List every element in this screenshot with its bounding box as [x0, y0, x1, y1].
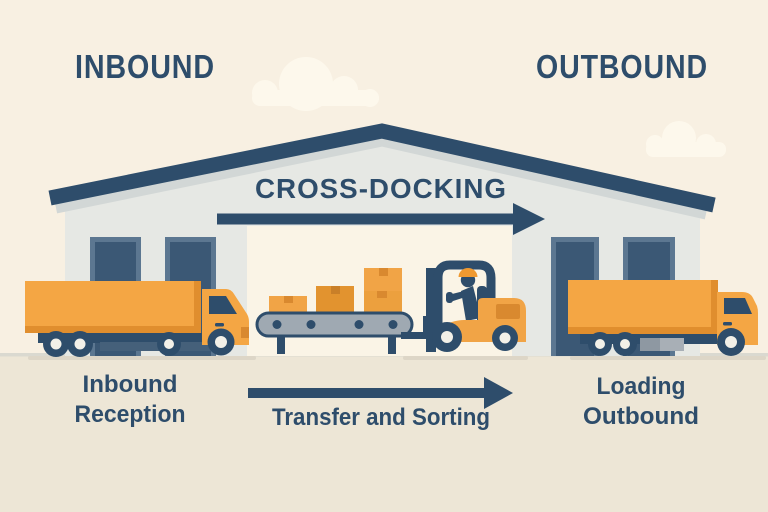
forklift-mast: [426, 268, 436, 352]
truck-shadow: [28, 356, 256, 360]
stage-label-inbound-reception: Inbound Reception: [75, 371, 186, 428]
truck-shadow: [570, 356, 766, 360]
stage-label-transfer-sorting: Transfer and Sorting: [272, 404, 490, 431]
truck-trailer: [568, 280, 718, 334]
inbound-reception-line2: Reception: [75, 401, 186, 428]
conveyor-rollers: [272, 320, 398, 329]
cardboard-box-stack: [364, 268, 402, 315]
outbound-truck-icon: [568, 280, 766, 360]
inbound-reception-line1: Inbound: [83, 371, 178, 398]
forklift-carriage: [423, 316, 432, 339]
hard-hat-icon: [458, 268, 478, 277]
stage-label-loading-outbound: Loading Outbound: [583, 373, 699, 430]
truck-door-handle: [215, 323, 224, 327]
forklift-shadow: [403, 356, 528, 360]
truck-window: [209, 296, 237, 314]
truck-window: [724, 298, 752, 314]
loading-outbound-line2: Outbound: [583, 403, 699, 430]
cardboard-box-small: [269, 296, 307, 315]
inbound-truck-icon: [25, 281, 256, 360]
warehouse-roof: [48, 123, 716, 213]
flow-arrow: [217, 203, 545, 235]
roof-underside: [54, 135, 708, 220]
truck-door-handle: [723, 322, 732, 326]
forklift-icon: [401, 260, 528, 360]
cloud-icon: [252, 57, 379, 111]
truck-wheels: [43, 328, 235, 357]
truck-trailer: [25, 281, 201, 333]
forklift-wheels: [432, 322, 518, 352]
cardboard-box-medium: [316, 286, 354, 315]
conveyor-belt-icon: [255, 268, 414, 354]
loading-outbound-line1: Loading: [597, 373, 686, 400]
ground: [0, 356, 768, 512]
transfer-arrow: [248, 377, 513, 409]
inbound-heading: INBOUND: [75, 48, 215, 85]
truck-wheels: [588, 328, 745, 356]
outbound-heading: OUTBOUND: [536, 48, 708, 85]
cloud-icon-small: [646, 121, 726, 157]
cross-docking-label: CROSS-DOCKING: [255, 173, 507, 204]
truck-chassis: [38, 333, 220, 343]
forklift-cage: [433, 260, 496, 338]
forklift-engine-panel: [496, 304, 520, 319]
forklift-fork: [401, 332, 432, 339]
